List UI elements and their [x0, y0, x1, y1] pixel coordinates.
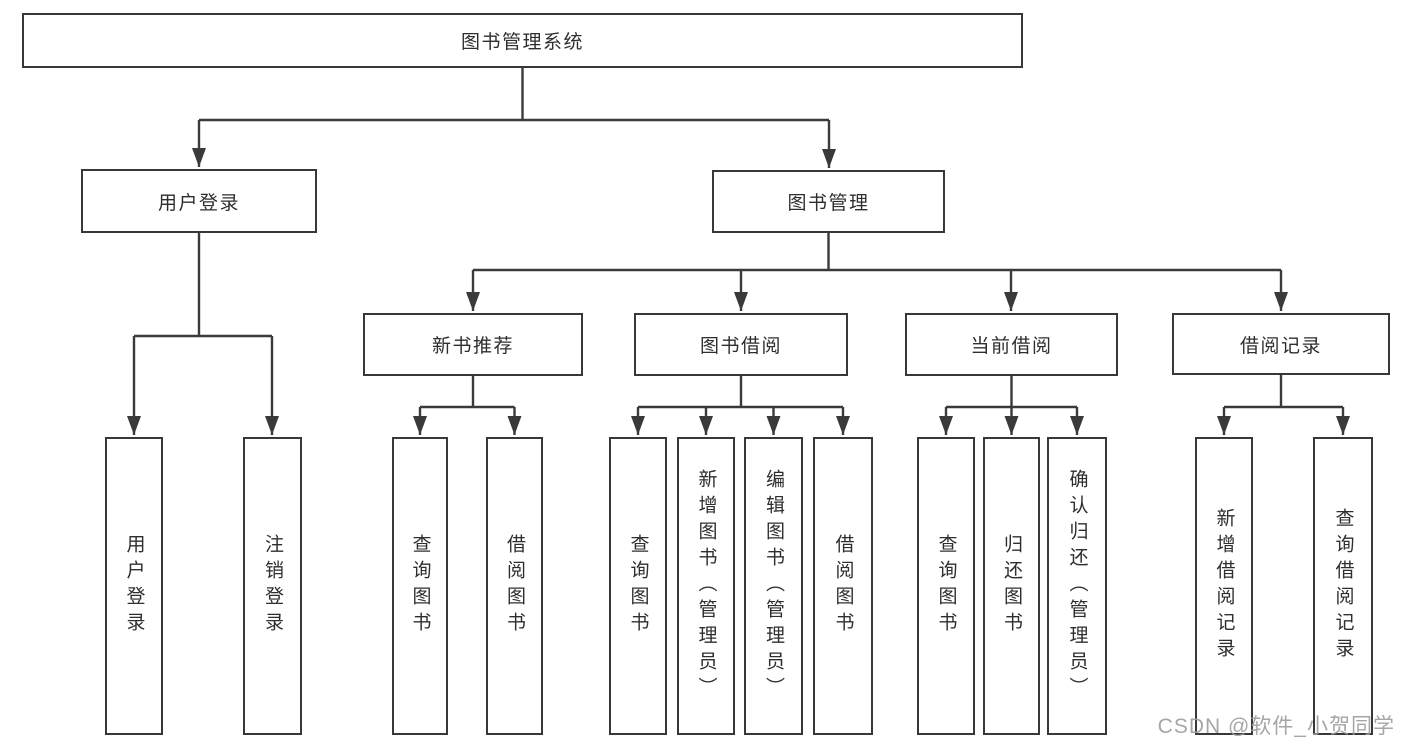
- leaf-add-borrow-record: 新增借阅记录: [1195, 437, 1253, 735]
- csdn-watermark: CSDN @软件_小贺同学: [1157, 715, 1395, 738]
- node-current-borrowing-label: 当前借阅: [970, 336, 1053, 357]
- leaf-return-books: 归还图书: [983, 437, 1040, 735]
- leaf-borrow-books-recommend-label: 借阅图书: [504, 534, 525, 638]
- node-current-borrowing: 当前借阅: [905, 313, 1118, 376]
- leaf-confirm-return-admin: 确认归还（管理员）: [1047, 437, 1107, 735]
- leaf-logout: 注销登录: [243, 437, 302, 735]
- node-user-login-label: 用户登录: [157, 192, 240, 214]
- leaf-user-login-label: 用户登录: [123, 534, 145, 638]
- node-book-borrowing-label: 图书借阅: [699, 336, 782, 357]
- leaf-query-books-recommend: 查询图书: [392, 437, 448, 735]
- node-book-borrowing: 图书借阅: [634, 313, 848, 376]
- node-library-system-label: 图书管理系统: [460, 32, 584, 53]
- leaf-query-books-current: 查询图书: [917, 437, 975, 735]
- leaf-query-borrow-record-label: 查询借阅记录: [1332, 508, 1354, 664]
- leaf-query-books-recommend-label: 查询图书: [409, 534, 431, 638]
- leaf-borrow-books-recommend: 借阅图书: [486, 437, 543, 735]
- leaf-query-books-borrowing: 查询图书: [609, 437, 667, 735]
- leaf-confirm-return-admin-label: 确认归还（管理员）: [1066, 469, 1088, 703]
- node-borrowing-records: 借阅记录: [1172, 313, 1390, 375]
- leaf-add-books-admin-label: 新增图书（管理员）: [695, 469, 717, 703]
- leaf-query-borrow-record: 查询借阅记录: [1313, 437, 1373, 735]
- leaf-query-books-current-label: 查询图书: [935, 534, 957, 638]
- node-library-system: 图书管理系统: [22, 13, 1023, 68]
- leaf-logout-label: 注销登录: [262, 534, 283, 638]
- leaf-add-books-admin: 新增图书（管理员）: [677, 437, 735, 735]
- node-user-login: 用户登录: [81, 169, 317, 233]
- node-new-book-recommend: 新书推荐: [363, 313, 583, 376]
- leaf-query-books-borrowing-label: 查询图书: [627, 534, 649, 638]
- leaf-borrow-books: 借阅图书: [813, 437, 873, 735]
- node-book-management: 图书管理: [712, 170, 945, 233]
- leaf-add-borrow-record-label: 新增借阅记录: [1213, 508, 1235, 664]
- leaf-edit-books-admin: 编辑图书（管理员）: [744, 437, 803, 735]
- node-borrowing-records-label: 借阅记录: [1239, 335, 1322, 357]
- node-new-book-recommend-label: 新书推荐: [431, 336, 514, 357]
- leaf-return-books-label: 归还图书: [1001, 534, 1022, 638]
- leaf-edit-books-admin-label: 编辑图书（管理员）: [763, 469, 784, 703]
- leaf-borrow-books-label: 借阅图书: [832, 534, 854, 638]
- leaf-user-login: 用户登录: [105, 437, 163, 735]
- node-book-management-label: 图书管理: [787, 193, 870, 214]
